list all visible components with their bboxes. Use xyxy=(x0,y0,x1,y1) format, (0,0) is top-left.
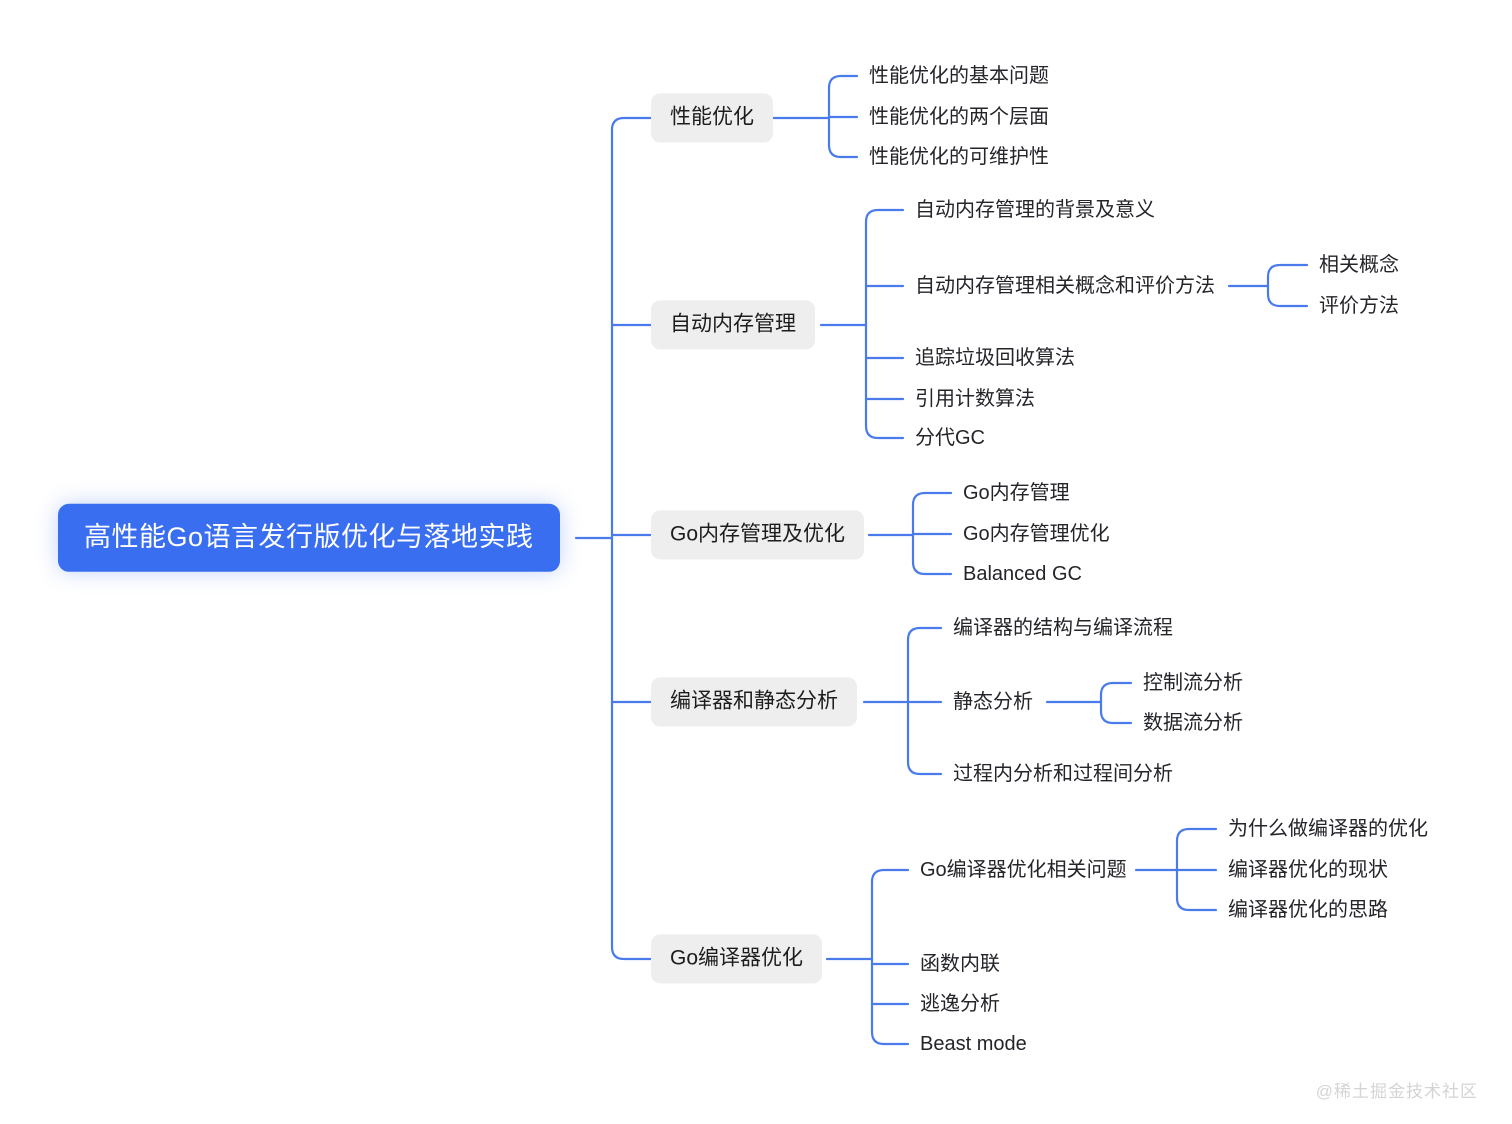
leaf-compiler-opt-approach-link xyxy=(1175,896,1218,912)
leaf-perf-maintainability[interactable]: 性能优化的可维护性 xyxy=(869,145,1049,169)
leaf-go-compiler-opt-questions[interactable]: Go编译器优化相关问题 xyxy=(920,858,1127,882)
leaf-generational-gc[interactable]: 分代GC xyxy=(915,426,985,450)
leaf-data-flow-analysis[interactable]: 数据流分析 xyxy=(1143,711,1243,735)
leaf-control-flow-analysis[interactable]: 控制流分析 xyxy=(1143,671,1243,695)
leaf-generational-gc-label: 分代GC xyxy=(915,427,985,449)
leaf-evaluation-methods[interactable]: 评价方法 xyxy=(1319,294,1399,318)
leaf-perf-maintainability-label: 性能优化的可维护性 xyxy=(869,146,1049,168)
leaf-go-compiler-opt-questions-link xyxy=(870,868,910,884)
leaf-perf-basic-problems-label: 性能优化的基本问题 xyxy=(869,65,1049,87)
leaf-tracing-gc[interactable]: 追踪垃圾回收算法 xyxy=(915,346,1075,370)
leaf-why-compiler-optimization-link xyxy=(1175,827,1218,843)
leaf-escape-analysis-label: 逃逸分析 xyxy=(920,993,1000,1015)
root-node[interactable]: 高性能Go语言发行版优化与落地实践 xyxy=(58,503,560,573)
leaf-go-memory-management-link xyxy=(911,491,953,507)
leaf-beast-mode[interactable]: Beast mode xyxy=(920,1032,1027,1056)
leaf-compiler-structure-flow-label: 编译器的结构与编译流程 xyxy=(953,617,1173,639)
leaf-compiler-structure-flow[interactable]: 编译器的结构与编译流程 xyxy=(953,616,1173,640)
branch-performance-optimization-trunk-link xyxy=(610,116,653,132)
leaf-static-analysis[interactable]: 静态分析 xyxy=(953,690,1033,714)
leaf-go-memory-management[interactable]: Go内存管理 xyxy=(963,481,1070,505)
leaf-go-compiler-opt-questions-label: Go编译器优化相关问题 xyxy=(920,859,1127,881)
leaf-beast-mode-label: Beast mode xyxy=(920,1033,1027,1055)
leaf-compiler-opt-status[interactable]: 编译器优化的现状 xyxy=(1228,858,1388,882)
leaf-compiler-opt-status-label: 编译器优化的现状 xyxy=(1228,859,1388,881)
branch-performance-optimization-label: 性能优化 xyxy=(670,105,754,129)
leaf-amm-background[interactable]: 自动内存管理的背景及意义 xyxy=(915,198,1155,222)
branch-automatic-memory-management-label: 自动内存管理 xyxy=(670,312,796,336)
leaf-compiler-opt-approach-label: 编译器优化的思路 xyxy=(1228,899,1388,921)
leaf-intra-inter-procedural-label: 过程内分析和过程间分析 xyxy=(953,763,1173,785)
leaf-related-concepts[interactable]: 相关概念 xyxy=(1319,253,1399,277)
leaf-intra-inter-procedural[interactable]: 过程内分析和过程间分析 xyxy=(953,762,1173,786)
root-node-label: 高性能Go语言发行版优化与落地实践 xyxy=(84,521,534,552)
leaf-perf-maintainability-link xyxy=(827,143,859,159)
branch-compiler-static-analysis-label: 编译器和静态分析 xyxy=(670,689,838,713)
leaf-compiler-structure-flow-link xyxy=(906,626,943,642)
branch-automatic-memory-management[interactable]: 自动内存管理 xyxy=(651,300,815,350)
branch-performance-optimization[interactable]: 性能优化 xyxy=(651,93,773,143)
leaf-generational-gc-link xyxy=(864,424,905,440)
branch-go-compiler-optimization-trunk-link xyxy=(610,945,653,961)
branch-go-compiler-optimization-label: Go编译器优化 xyxy=(670,946,804,970)
leaf-function-inlining-label: 函数内联 xyxy=(920,953,1000,975)
leaf-related-concepts-label: 相关概念 xyxy=(1319,254,1399,276)
leaf-control-flow-analysis-link xyxy=(1099,681,1133,697)
leaf-why-compiler-optimization[interactable]: 为什么做编译器的优化 xyxy=(1228,817,1428,841)
leaf-amm-concepts-evaluation[interactable]: 自动内存管理相关概念和评价方法 xyxy=(915,274,1215,298)
leaf-perf-two-levels[interactable]: 性能优化的两个层面 xyxy=(869,105,1049,129)
leaf-reference-counting[interactable]: 引用计数算法 xyxy=(915,387,1035,411)
leaf-data-flow-analysis-link xyxy=(1099,709,1133,725)
branch-go-memory-management[interactable]: Go内存管理及优化 xyxy=(651,510,865,560)
leaf-perf-basic-problems[interactable]: 性能优化的基本问题 xyxy=(869,64,1049,88)
leaf-tracing-gc-label: 追踪垃圾回收算法 xyxy=(915,347,1075,369)
leaf-intra-inter-procedural-link xyxy=(906,760,943,776)
leaf-control-flow-analysis-label: 控制流分析 xyxy=(1143,672,1243,694)
leaf-perf-two-levels-label: 性能优化的两个层面 xyxy=(869,106,1049,128)
leaf-evaluation-methods-link xyxy=(1266,292,1309,308)
leaf-balanced-gc-link xyxy=(911,560,953,576)
branch-go-memory-management-label: Go内存管理及优化 xyxy=(670,522,846,546)
leaf-go-memory-optimization[interactable]: Go内存管理优化 xyxy=(963,522,1110,546)
leaf-amm-background-link xyxy=(864,208,905,224)
leaf-amm-concepts-evaluation-label: 自动内存管理相关概念和评价方法 xyxy=(915,275,1215,297)
leaf-compiler-opt-approach[interactable]: 编译器优化的思路 xyxy=(1228,898,1388,922)
leaf-go-memory-optimization-label: Go内存管理优化 xyxy=(963,523,1110,545)
leaf-evaluation-methods-label: 评价方法 xyxy=(1319,295,1399,317)
leaf-amm-background-label: 自动内存管理的背景及意义 xyxy=(915,199,1155,221)
leaf-beast-mode-link xyxy=(870,1030,910,1046)
leaf-reference-counting-label: 引用计数算法 xyxy=(915,388,1035,410)
leaf-function-inlining[interactable]: 函数内联 xyxy=(920,952,1000,976)
leaf-perf-basic-problems-link xyxy=(827,74,859,90)
watermark: @稀土掘金技术社区 xyxy=(1315,1082,1478,1101)
branch-go-compiler-optimization[interactable]: Go编译器优化 xyxy=(651,934,823,984)
leaf-escape-analysis[interactable]: 逃逸分析 xyxy=(920,992,1000,1016)
leaf-balanced-gc[interactable]: Balanced GC xyxy=(963,562,1082,586)
leaf-go-memory-management-label: Go内存管理 xyxy=(963,482,1070,504)
branch-compiler-static-analysis[interactable]: 编译器和静态分析 xyxy=(651,677,857,727)
leaf-static-analysis-label: 静态分析 xyxy=(953,691,1033,713)
leaf-related-concepts-link xyxy=(1266,263,1309,279)
leaf-why-compiler-optimization-label: 为什么做编译器的优化 xyxy=(1228,818,1428,840)
leaf-balanced-gc-label: Balanced GC xyxy=(963,563,1082,585)
leaf-data-flow-analysis-label: 数据流分析 xyxy=(1143,712,1243,734)
